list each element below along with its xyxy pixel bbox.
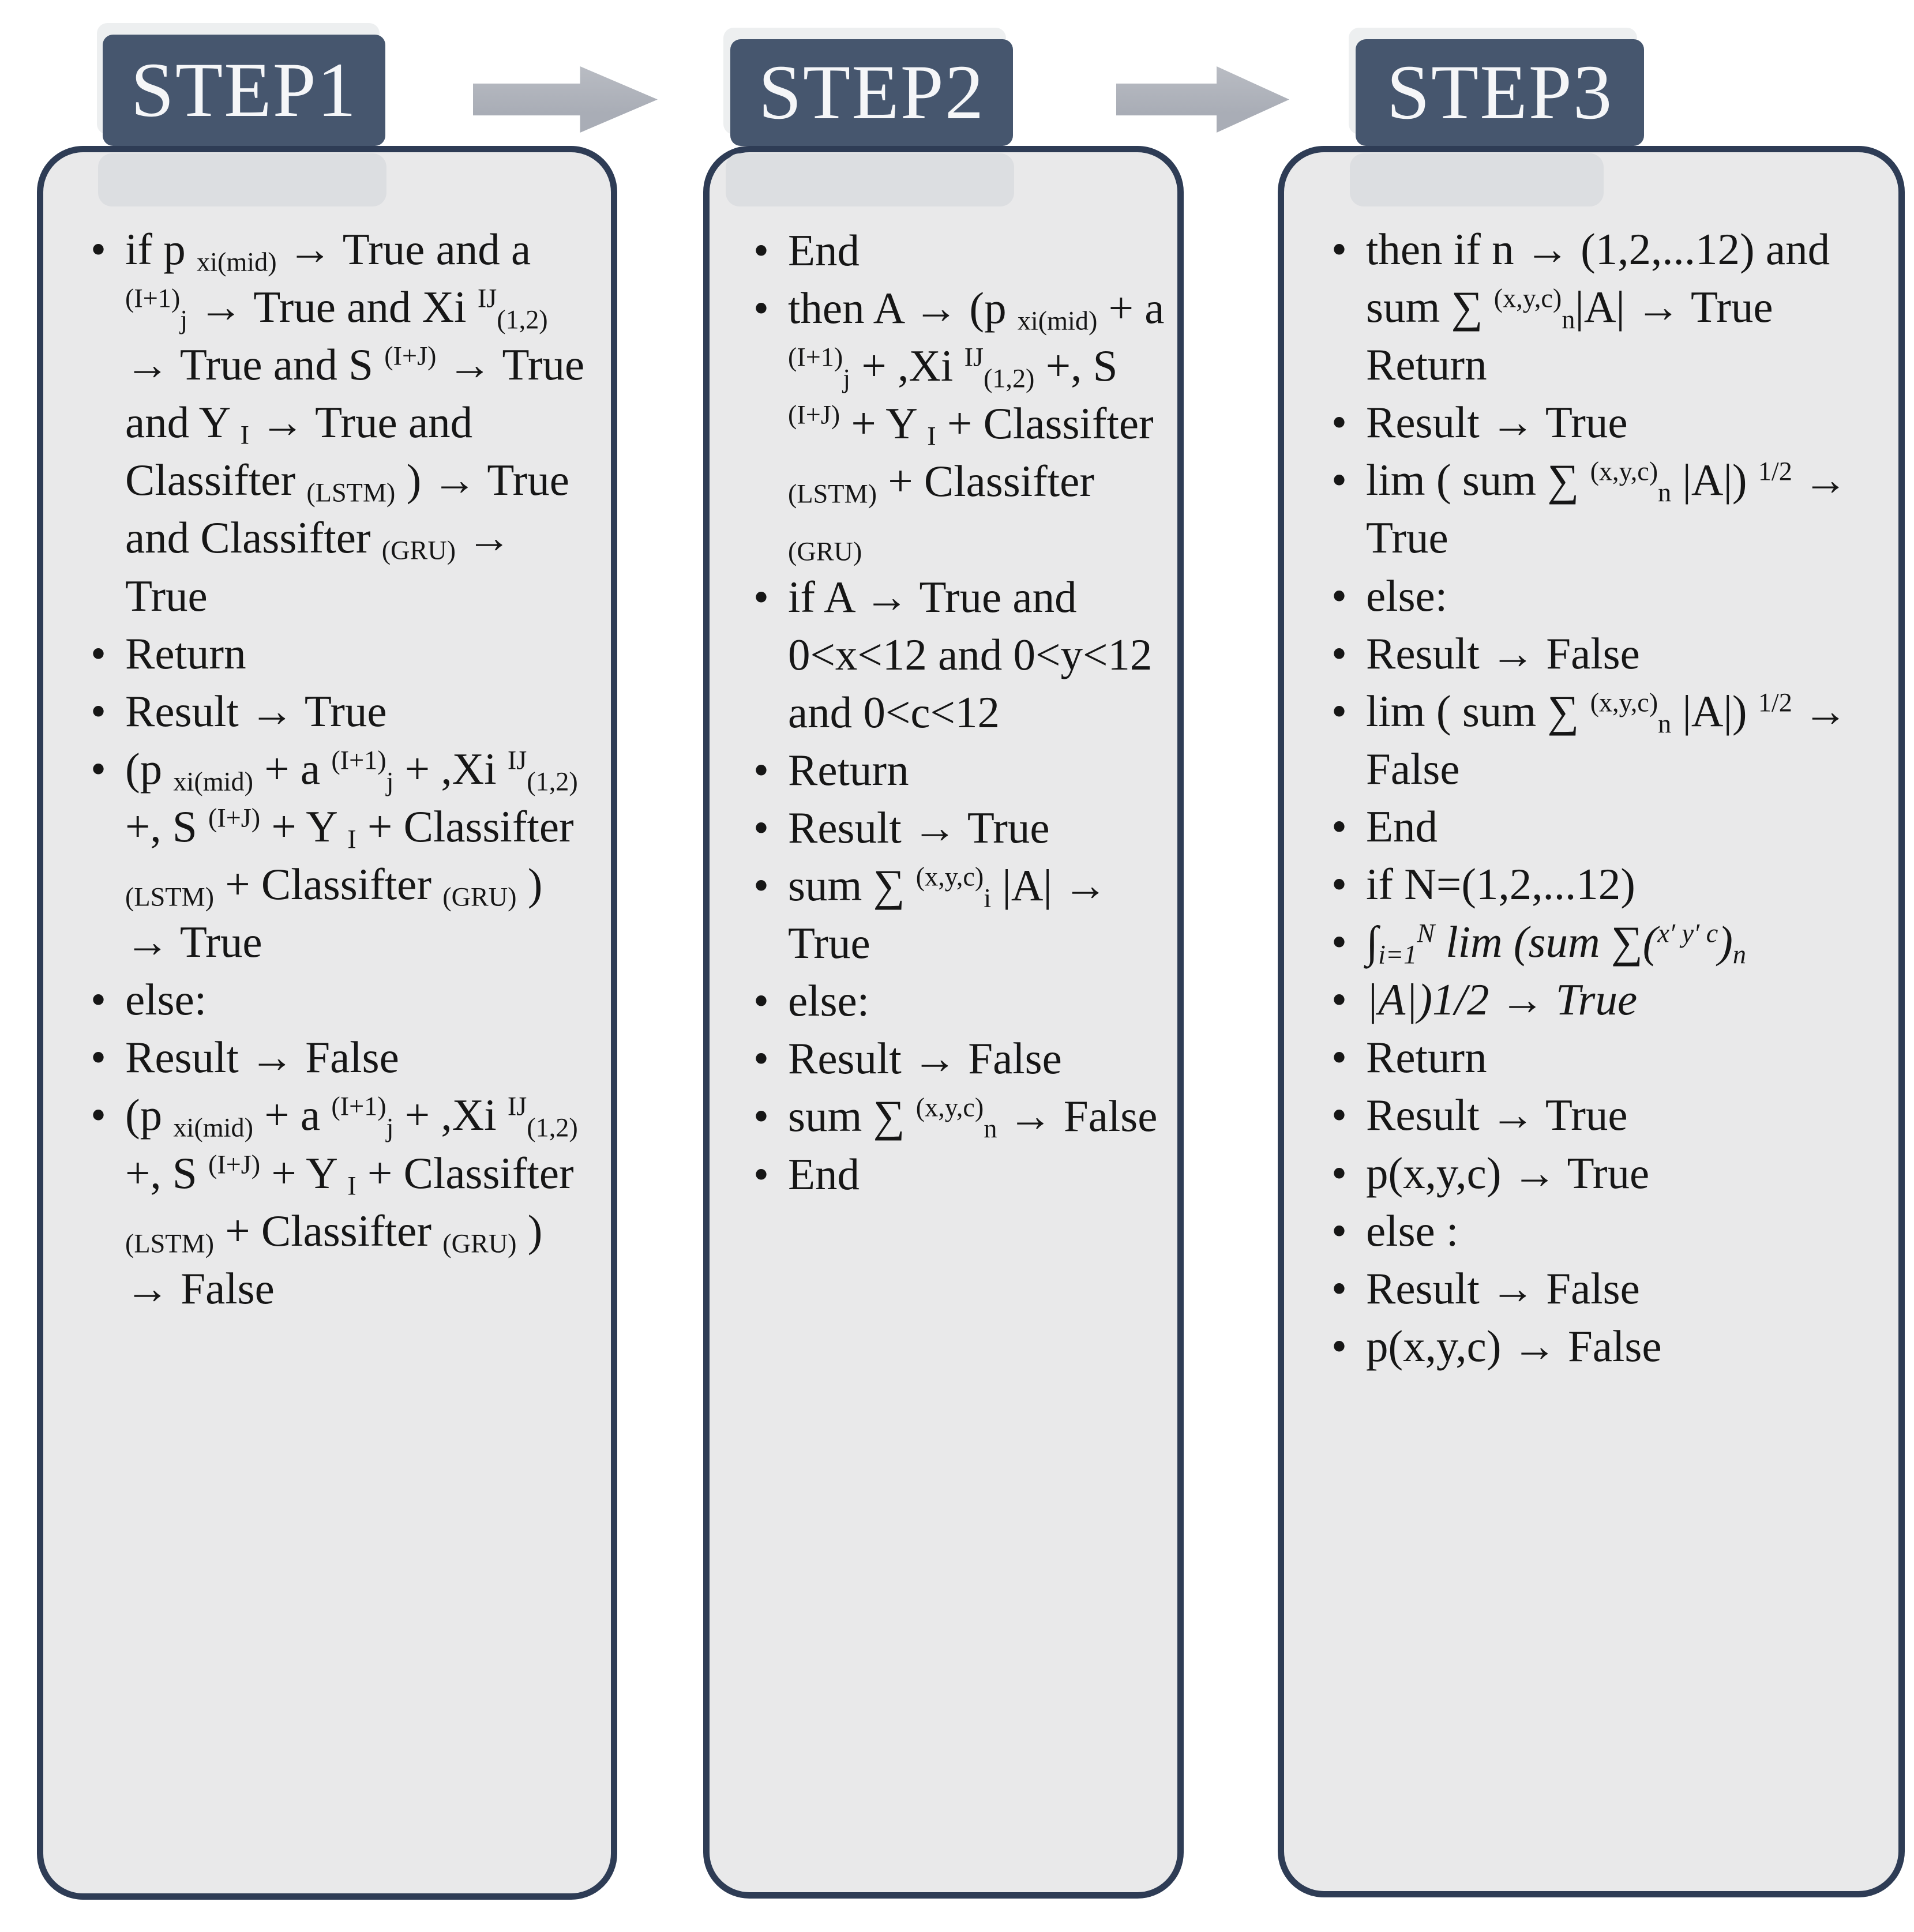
bullet-item: Result → False	[89, 1028, 596, 1086]
bullet-item: (p xi(mid) + a (I+1)j + ,Xi IJ(1,2) +, S…	[89, 740, 596, 971]
bullet-item: Return	[752, 741, 1166, 799]
step2-box: Endthen A → (p xi(mid) + a (I+1)j + ,Xi …	[703, 146, 1184, 1899]
bullet-item: p(x,y,c) → False	[1330, 1317, 1886, 1375]
bullet-item: p(x,y,c) → True	[1330, 1144, 1886, 1202]
bullet-item: Result → False	[1330, 1260, 1886, 1317]
bullet-item: else:	[1330, 567, 1886, 625]
step1-tab: STEP1	[103, 35, 385, 146]
bullet-item: sum ∑ (x,y,c)n → False	[752, 1087, 1166, 1145]
step3-tab: STEP3	[1356, 39, 1644, 146]
step3-box: then if n → (1,2,...12) and sum ∑ (x,y,c…	[1278, 146, 1905, 1897]
bullet-item: lim ( sum ∑ (x,y,c)n |A|) 1/2 → False	[1330, 682, 1886, 798]
bullet-item: Result → True	[752, 799, 1166, 856]
step3-title: STEP3	[1386, 50, 1613, 136]
bullet-item: Result → False	[1330, 625, 1886, 682]
step1-box: if p xi(mid) → True and a (I+1)j → True …	[37, 146, 617, 1900]
bullet-item: then if n → (1,2,...12) and sum ∑ (x,y,c…	[1330, 220, 1886, 393]
arrow-right-icon	[473, 66, 658, 133]
bullet-item: else :	[1330, 1202, 1886, 1260]
bullet-item: End	[752, 1145, 1166, 1203]
step1-title: STEP1	[130, 47, 358, 133]
bullet-item: Return	[1330, 1028, 1886, 1086]
bullet-item: if A → True and 0<x<12 and 0<y<12 and 0<…	[752, 568, 1166, 741]
step1-bullet-list: if p xi(mid) → True and a (I+1)j → True …	[66, 220, 596, 1317]
step3-bullet-list: then if n → (1,2,...12) and sum ∑ (x,y,c…	[1307, 220, 1886, 1375]
bullet-item: lim ( sum ∑ (x,y,c)n |A|) 1/2 → True	[1330, 451, 1886, 566]
bullet-item: Return	[89, 625, 596, 682]
bullet-item: Result → True	[1330, 1086, 1886, 1144]
bullet-item: Result → True	[89, 682, 596, 740]
step1-tab-ghost	[98, 153, 386, 206]
bullet-item: ∫i=1N lim (sum ∑(x′ y′ c)n	[1330, 913, 1886, 971]
step2-tab: STEP2	[730, 39, 1013, 146]
step2-title: STEP2	[758, 50, 985, 136]
bullet-item: then A → (p xi(mid) + a (I+1)j + ,Xi IJ(…	[752, 279, 1166, 567]
arrow-right-icon	[1116, 66, 1289, 133]
bullet-item: if p xi(mid) → True and a (I+1)j → True …	[89, 220, 596, 625]
bullet-item: if N=(1,2,...12)	[1330, 855, 1886, 913]
bullet-item: (p xi(mid) + a (I+1)j + ,Xi IJ(1,2) +, S…	[89, 1086, 596, 1317]
step3-tab-ghost	[1350, 153, 1604, 206]
bullet-item: Result → True	[1330, 393, 1886, 451]
bullet-item: End	[1330, 798, 1886, 855]
bullet-item: sum ∑ (x,y,c)i |A| → True	[752, 856, 1166, 972]
bullet-item: Result → False	[752, 1029, 1166, 1087]
bullet-item: else:	[752, 972, 1166, 1029]
bullet-item: End	[752, 221, 1166, 279]
bullet-item: else:	[89, 971, 596, 1028]
step2-tab-ghost	[726, 153, 1014, 206]
bullet-item: |A|)1/2 → True	[1330, 971, 1886, 1028]
step2-bullet-list: Endthen A → (p xi(mid) + a (I+1)j + ,Xi …	[729, 221, 1166, 1203]
